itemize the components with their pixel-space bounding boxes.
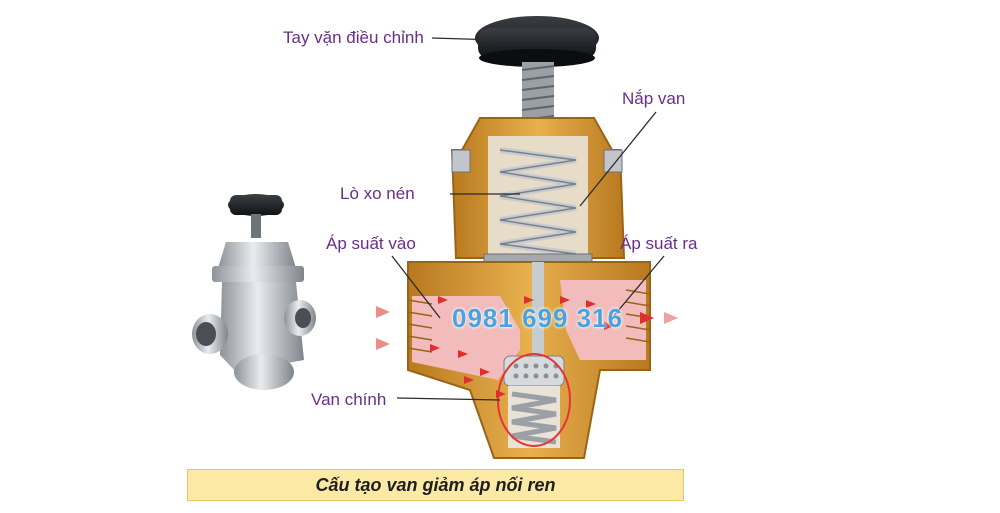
caption-box: Cấu tạo van giảm áp nối ren: [187, 469, 684, 501]
label-bonnet: Nắp van: [622, 89, 686, 108]
valve-cross-section: [407, 16, 651, 459]
phone-watermark: 0981 699 316: [452, 303, 624, 333]
main-valve-cage: [497, 353, 571, 448]
label-outlet-pressure: Áp suất ra: [620, 234, 698, 253]
label-handle: Tay vặn điều chỉnh: [283, 28, 424, 47]
caption-text: Cấu tạo van giảm áp nối ren: [315, 474, 556, 495]
valve-photo: [192, 194, 316, 390]
label-main-valve: Van chính: [311, 390, 387, 409]
label-spring: Lò xo nén: [340, 184, 415, 203]
label-inlet-pressure: Áp suất vào: [326, 234, 416, 253]
handwheel-knob-icon: [475, 16, 599, 67]
leader-lines: [391, 37, 665, 401]
flow-arrow-icon: [376, 296, 678, 398]
